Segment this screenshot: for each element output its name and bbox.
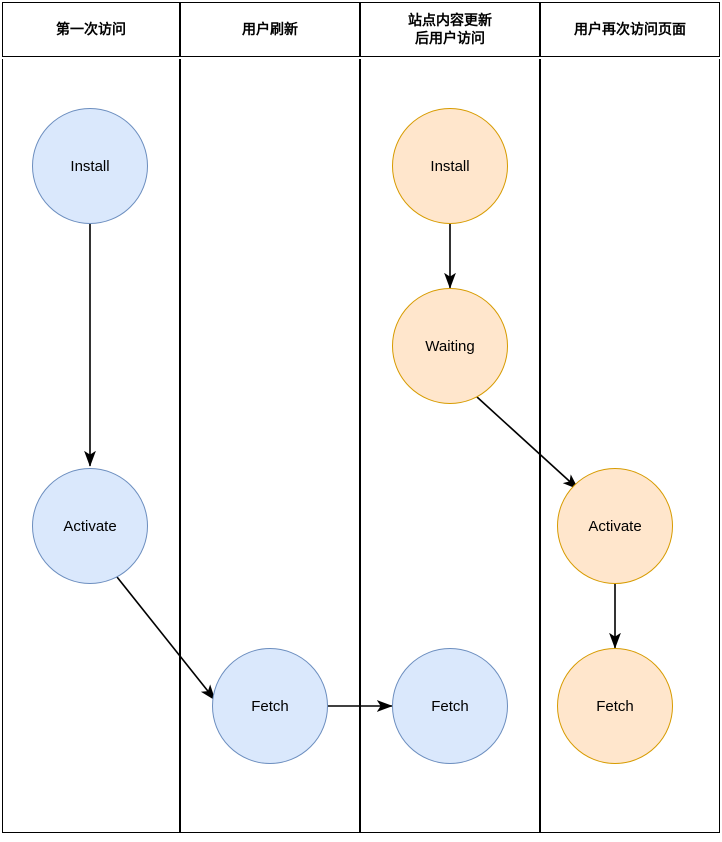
node-label: Fetch xyxy=(431,697,469,715)
lane-header-label: 用户再次访问页面 xyxy=(574,20,686,37)
node-label: Activate xyxy=(588,517,642,535)
node-fetch-update[interactable]: Fetch xyxy=(392,648,508,764)
node-label: Fetch xyxy=(251,697,289,715)
node-fetch-orange[interactable]: Fetch xyxy=(557,648,673,764)
lane-header-1: 第一次访问 xyxy=(2,2,180,57)
lane-header-2: 用户刷新 xyxy=(180,2,360,57)
node-install-orange[interactable]: Install xyxy=(392,108,508,224)
lane-header-3: 站点内容更新 后用户访问 xyxy=(360,2,540,57)
lane-header-label: 用户刷新 xyxy=(242,20,298,37)
node-label: Fetch xyxy=(596,697,634,715)
node-activate-orange[interactable]: Activate xyxy=(557,468,673,584)
node-label: Install xyxy=(70,157,110,175)
node-activate-blue[interactable]: Activate xyxy=(32,468,148,584)
lane-header-4: 用户再次访问页面 xyxy=(540,2,720,57)
node-label: Activate xyxy=(63,517,117,535)
lane-header-label: 第一次访问 xyxy=(56,20,126,37)
node-label: Install xyxy=(430,157,470,175)
node-waiting-orange[interactable]: Waiting xyxy=(392,288,508,404)
node-install-blue[interactable]: Install xyxy=(32,108,148,224)
lane-header-label: 站点内容更新 后用户访问 xyxy=(408,12,492,46)
node-label: Waiting xyxy=(425,337,475,355)
node-fetch-refresh[interactable]: Fetch xyxy=(212,648,328,764)
